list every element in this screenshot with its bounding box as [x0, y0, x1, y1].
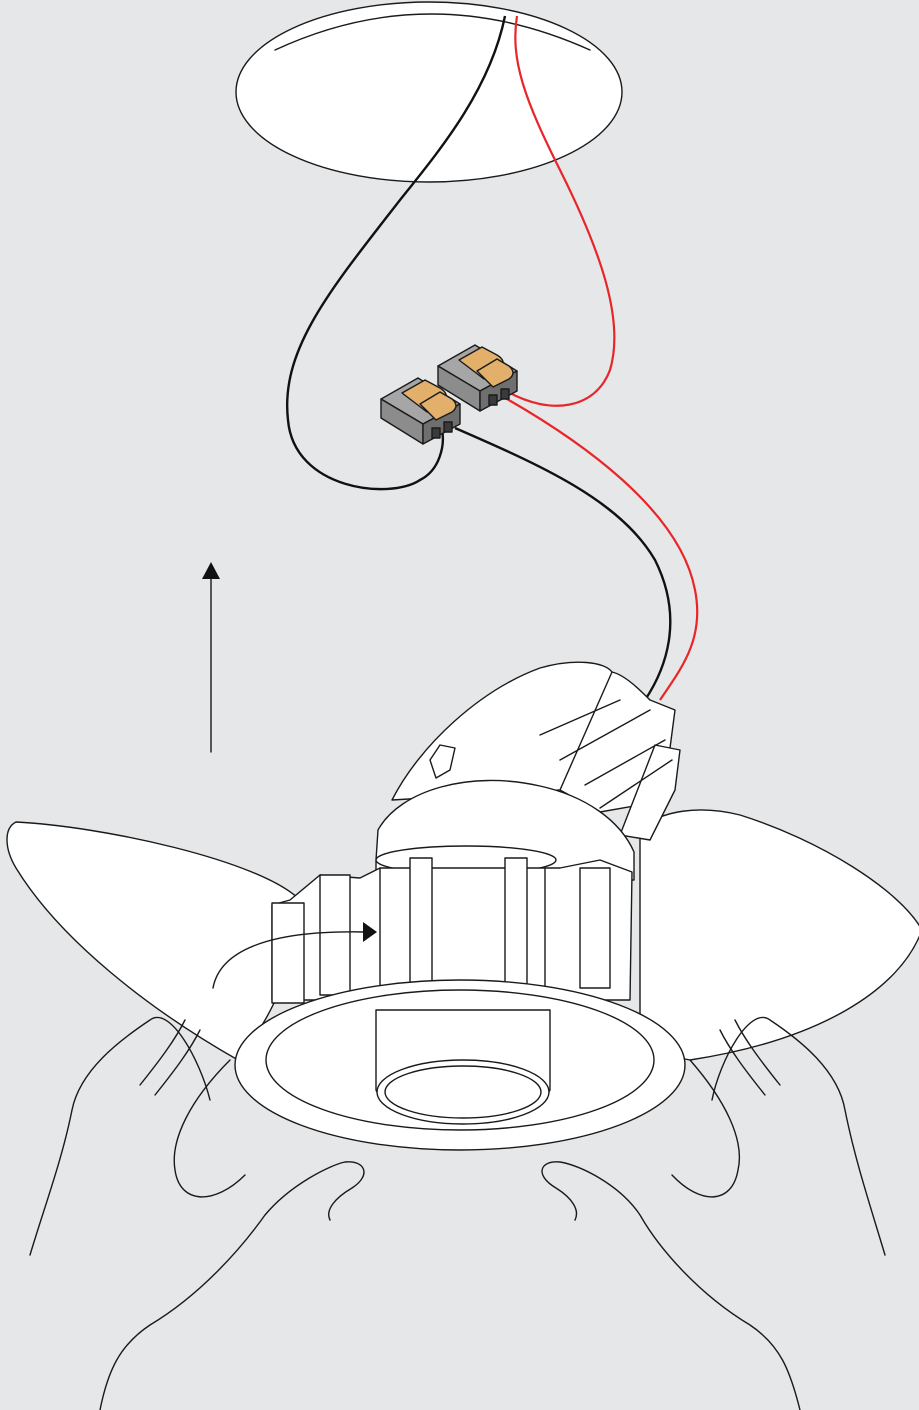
spring-clip-right: [639, 809, 919, 1061]
driver-housing: [391, 661, 681, 841]
neutral-wire-lower: [454, 426, 672, 701]
neutral-wire-upper: [285, 15, 507, 491]
live-wire-lower: [499, 394, 699, 701]
wire-connector-live: [437, 344, 518, 412]
right-hand: [541, 1016, 886, 1410]
push-up-arrow: [202, 562, 220, 753]
left-hand: [29, 1016, 365, 1410]
wire-connector-neutral: [380, 377, 461, 445]
trim-bezel: [234, 979, 686, 1151]
fitting-body: [271, 857, 633, 1004]
ceiling-cutout: [235, 1, 623, 183]
live-wire-upper: [507, 15, 616, 407]
rotate-arrow: [212, 922, 377, 989]
